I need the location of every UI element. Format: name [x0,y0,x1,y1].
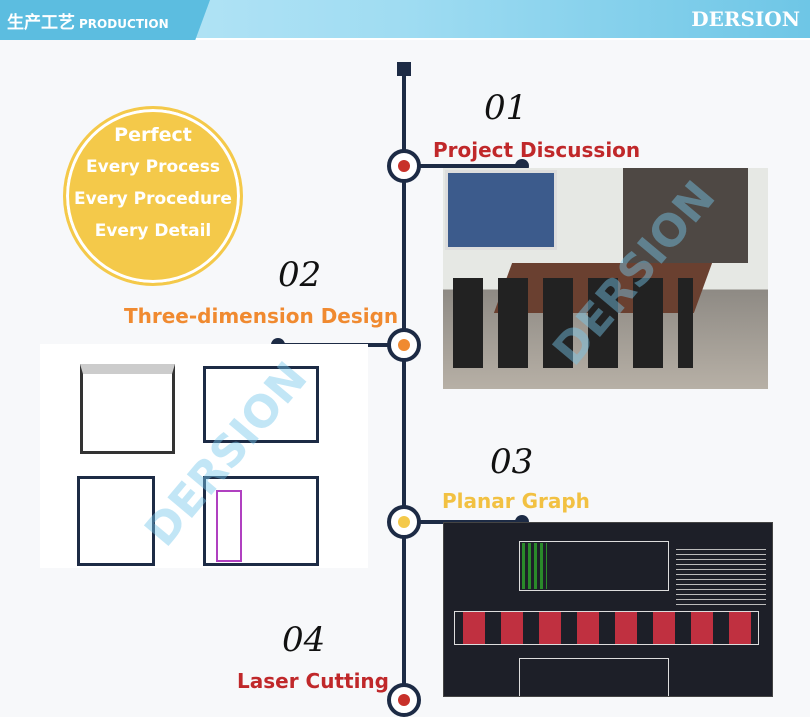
motto-line: Every Process [86,157,220,177]
step-number: 01 [484,88,528,128]
motto-line: Perfect [114,124,192,146]
door [216,490,242,562]
iso-view [80,364,175,454]
cad-section [519,658,669,696]
motto-line: Every Procedure [74,189,232,209]
step-title: Three-dimension Design [124,304,399,328]
brand-logo: DERSION [691,7,800,31]
section-title: 生产工艺 PRODUCTION [0,0,210,40]
header-banner: 生产工艺 PRODUCTION DERSION [0,0,810,40]
projector-screen [445,170,557,250]
step-title: Planar Graph [442,489,590,513]
cad-plan [519,541,669,591]
window-blinds [623,168,748,263]
front-view [77,476,155,566]
3d-design-drawing: DERSION [40,344,368,568]
step-title: Laser Cutting [237,669,389,693]
motto-line: Every Detail [94,221,212,241]
cad-planar-graph [443,522,773,697]
step-number: 02 [278,255,322,295]
title-cn: 生产工艺 [7,13,75,33]
connector [410,164,522,168]
timeline-node-4 [387,683,421,717]
cad-notes [676,545,766,605]
motto-badge: Perfect Every Process Every Procedure Ev… [63,106,243,286]
cad-hatch [522,543,547,589]
meeting-photo: DERSION [443,168,768,389]
side-view [203,476,319,566]
chairs [453,278,693,368]
title-en: PRODUCTION [79,17,169,31]
timeline-start-marker [397,62,411,76]
step-number: 03 [490,442,534,482]
timeline-node-2 [387,328,421,362]
timeline-node-3 [387,505,421,539]
cad-elevation [454,611,759,645]
timeline-node-1 [387,149,421,183]
timeline-line [402,70,406,710]
top-view [203,366,319,443]
step-number: 04 [282,620,326,660]
step-title: Project Discussion [433,138,641,162]
